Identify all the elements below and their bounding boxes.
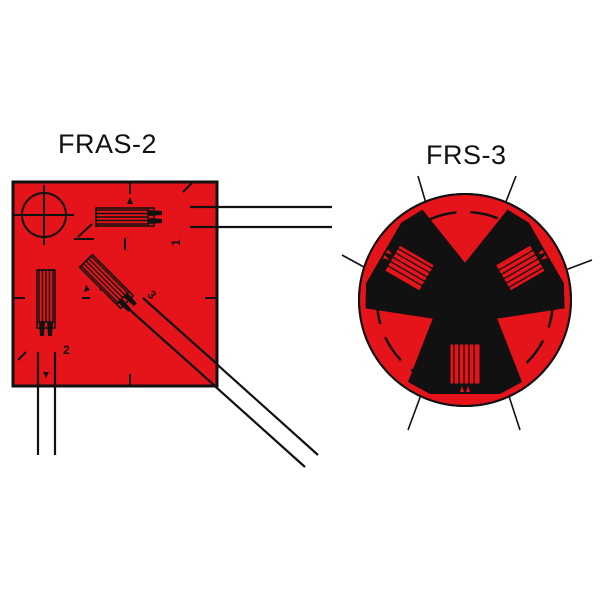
frs-3-rosette <box>341 175 593 431</box>
fras-2-rosette: 1 2 3 <box>11 180 332 468</box>
fras-2-alignment-marks <box>13 182 217 386</box>
frs-3-grid-c <box>452 209 565 322</box>
frs-3-grid-a <box>408 300 522 394</box>
fras-2-grid-1 <box>95 207 163 227</box>
frs-3-grid-b <box>365 209 478 322</box>
crosshair-icon <box>14 185 74 245</box>
frs-3-title: FRS-3 <box>426 140 507 170</box>
grid-number-2: 2 <box>63 343 70 357</box>
grid-number-1: 1 <box>169 239 183 246</box>
fras-2-title: FRAS-2 <box>58 129 158 159</box>
fras-2-grid-2 <box>36 269 56 337</box>
